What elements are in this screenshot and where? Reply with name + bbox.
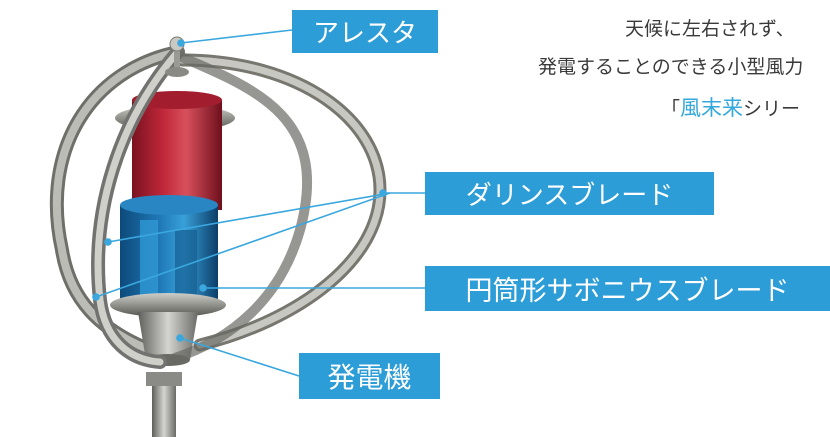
- label-darrieus-blade: ダリンスブレード: [425, 172, 714, 215]
- tagline-line-2: 発電することのできる小型風力: [538, 56, 804, 78]
- tagline-line-1: 天候に左右されず、: [625, 18, 795, 40]
- red-cylinder: [132, 91, 222, 210]
- label-arrester: アレスタ: [292, 10, 438, 53]
- tagline-line-3: 「風末来シリー: [661, 92, 800, 122]
- darrieus-blade-front: [91, 47, 313, 369]
- mast: [146, 372, 182, 437]
- tagline-series: シリー: [743, 98, 801, 120]
- leader-darrieus-3: [95, 192, 391, 298]
- leader-generator: [179, 337, 300, 377]
- leader-arrester: [180, 29, 293, 44]
- label-savonius-blade: 円筒形サボニウスブレード: [425, 266, 830, 311]
- leader-darrieus-2: [107, 192, 391, 243]
- tagline-open-bracket: 「: [661, 98, 681, 120]
- leader-lines: [92, 29, 425, 377]
- brand-name: 風末来: [680, 96, 744, 120]
- bottom-plate: [110, 293, 226, 317]
- label-generator: 発電機: [299, 353, 440, 399]
